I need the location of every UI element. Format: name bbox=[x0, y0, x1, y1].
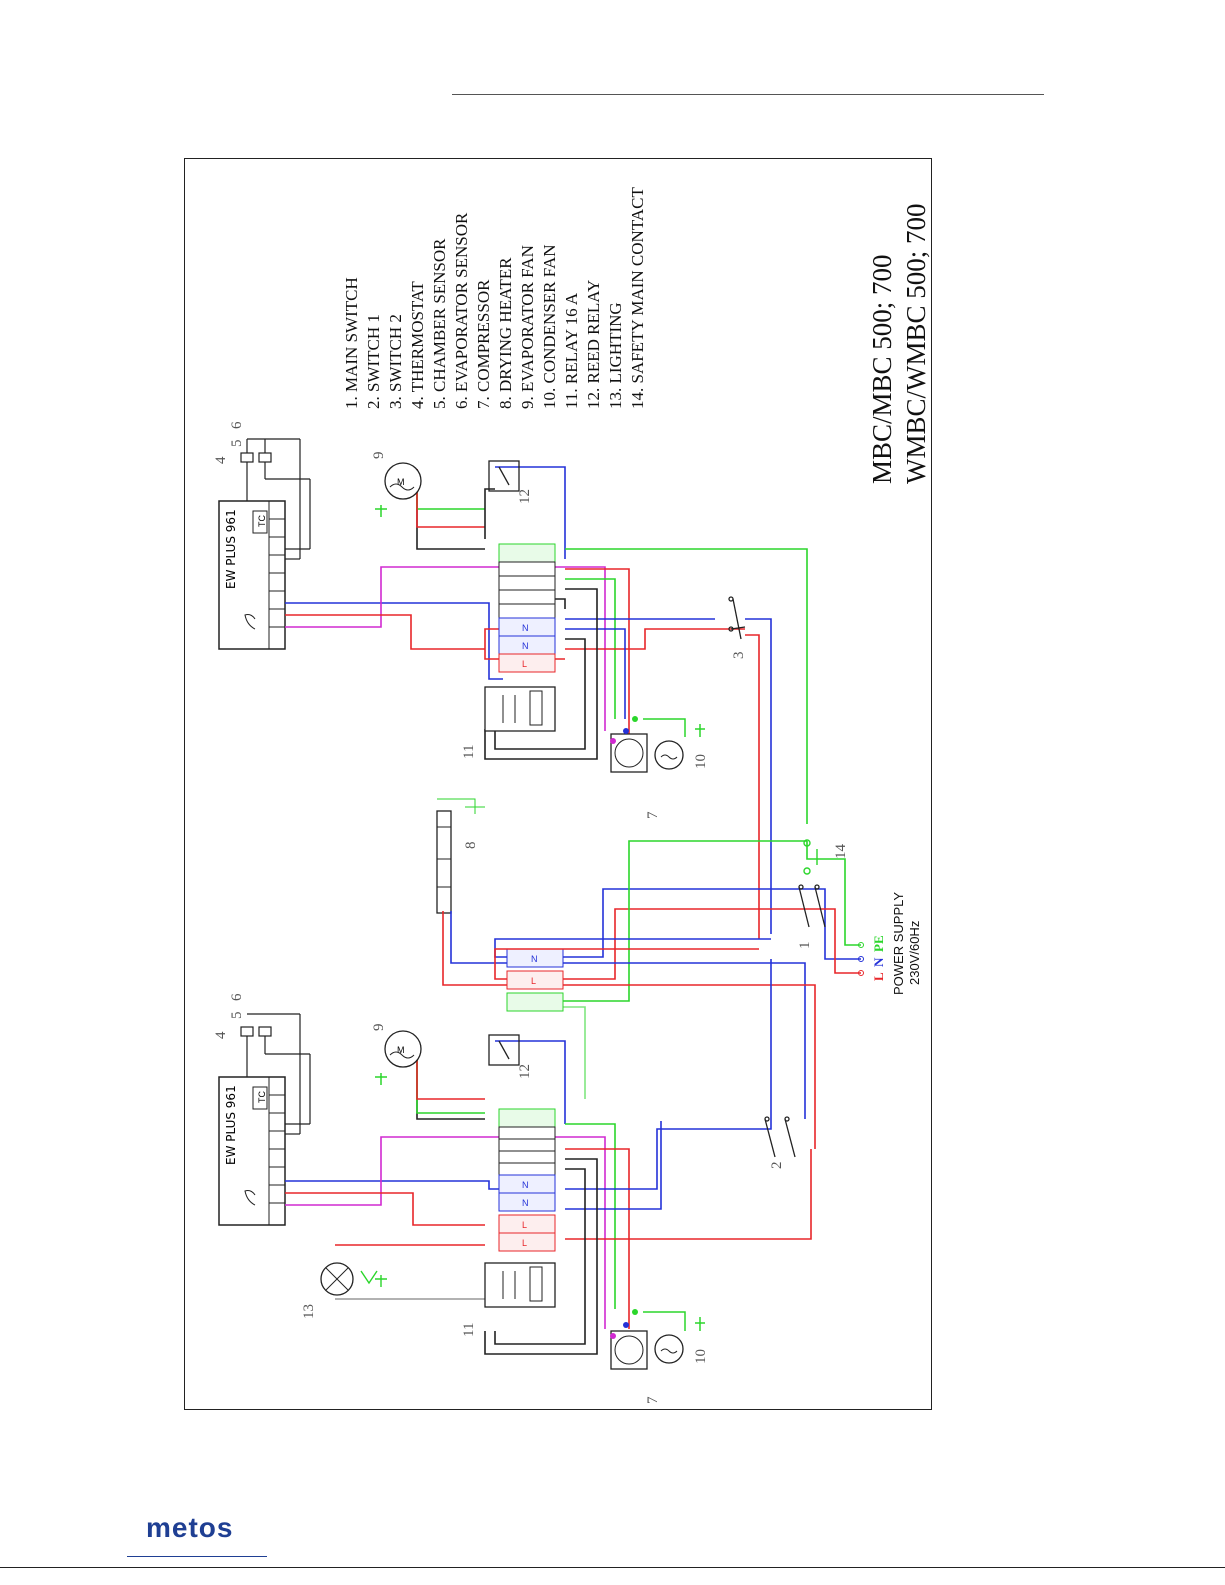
lower-condenser-fan bbox=[643, 1311, 705, 1364]
lower-controller-label: EW PLUS 961 bbox=[224, 1085, 238, 1165]
metos-logo: metos bbox=[146, 1512, 234, 1543]
model-title: MBC/MBC 500; 700 WMBC/WMBC 500; 700 bbox=[867, 203, 931, 484]
drying-heater bbox=[436, 798, 485, 914]
legend-item-7: 7. COMPRESSOR bbox=[474, 279, 493, 409]
lower-terminal-l1: L bbox=[522, 1220, 527, 1230]
legend-item-2: 2. SWITCH 1 bbox=[364, 314, 383, 409]
main-switch bbox=[798, 884, 826, 928]
header-rule bbox=[452, 94, 1044, 95]
lower-num-7: 7 bbox=[645, 1396, 661, 1404]
legend-item-13: 13. LIGHTING bbox=[606, 302, 625, 409]
legend-item-11: 11. RELAY 16 A bbox=[562, 292, 581, 409]
legend-item-14: 14. SAFETY MAIN CONTACT bbox=[628, 187, 647, 409]
main-wiring bbox=[442, 840, 861, 1149]
upper-num-8: 8 bbox=[463, 842, 479, 850]
lower-num-2: 2 bbox=[769, 1162, 785, 1170]
svg-text:M: M bbox=[397, 1045, 405, 1055]
upper-switch bbox=[728, 596, 746, 640]
lower-terminal-l2: L bbox=[522, 1238, 527, 1248]
upper-num-3: 3 bbox=[731, 652, 747, 660]
lower-terminal-strip: N N L L bbox=[498, 1108, 556, 1252]
main-terminal-n: N bbox=[531, 954, 538, 964]
lower-controller-tc: TC bbox=[257, 1091, 267, 1103]
upper-num-12: 12 bbox=[517, 489, 533, 504]
lower-lighting bbox=[320, 1262, 387, 1296]
upper-num-10: 10 bbox=[693, 754, 709, 769]
svg-text:M: M bbox=[397, 477, 405, 487]
upper-num-4: 4 bbox=[213, 456, 229, 464]
power-supply-title: POWER SUPPLY bbox=[891, 892, 906, 995]
upper-controller-label: EW PLUS 961 bbox=[224, 509, 238, 589]
power-pe-label: PE bbox=[871, 935, 886, 952]
wiring-diagram-frame: 1. MAIN SWITCH 2. SWITCH 1 3. SWITCH 2 4… bbox=[184, 158, 932, 1410]
main-num-1: 1 bbox=[797, 942, 813, 950]
upper-num-11: 11 bbox=[461, 745, 477, 759]
legend-item-1: 1. MAIN SWITCH bbox=[342, 277, 361, 409]
lower-compressor bbox=[610, 1309, 648, 1370]
upper-sensors bbox=[240, 438, 311, 560]
legend-item-4: 4. THERMOSTAT bbox=[408, 281, 427, 409]
lower-num-5: 5 bbox=[229, 1012, 245, 1020]
upper-evaporator-fan: M bbox=[375, 462, 422, 517]
component-legend: 1. MAIN SWITCH 2. SWITCH 1 3. SWITCH 2 4… bbox=[342, 187, 647, 409]
model-title-line1: MBC/MBC 500; 700 bbox=[867, 254, 897, 484]
upper-terminal-n1: N bbox=[522, 623, 529, 633]
main-terminal-l: L bbox=[531, 976, 536, 986]
legend-item-3: 3. SWITCH 2 bbox=[386, 314, 405, 409]
lower-terminal-n1: N bbox=[522, 1180, 529, 1190]
wiring-schematic: 1. MAIN SWITCH 2. SWITCH 1 3. SWITCH 2 4… bbox=[213, 187, 931, 1404]
lower-num-6: 6 bbox=[229, 993, 245, 1001]
upper-relay bbox=[484, 686, 556, 732]
legend-item-5: 5. CHAMBER SENSOR bbox=[430, 238, 449, 409]
upper-terminal-n2: N bbox=[522, 641, 529, 651]
model-title-line2: WMBC/WMBC 500; 700 bbox=[901, 203, 931, 484]
lower-sensors bbox=[240, 1013, 311, 1135]
lower-num-9: 9 bbox=[371, 1024, 387, 1032]
upper-num-5: 5 bbox=[229, 440, 245, 448]
page-bottom-rule bbox=[0, 1567, 1225, 1568]
upper-num-7: 7 bbox=[645, 811, 661, 819]
main-terminal-strip: N L bbox=[506, 948, 564, 1012]
legend-item-6: 6. EVAPORATOR SENSOR bbox=[452, 212, 471, 409]
legend-item-8: 8. DRYING HEATER bbox=[496, 257, 515, 409]
upper-controller-tc: TC bbox=[257, 515, 267, 527]
power-supply: PE N L POWER SUPPLY 230V/60Hz bbox=[858, 892, 922, 995]
lower-num-4: 4 bbox=[213, 1031, 229, 1039]
upper-terminal-l: L bbox=[522, 659, 527, 669]
component-numbers: 4 5 6 9 12 3 11 7 10 8 4 5 6 9 12 2 13 1… bbox=[213, 421, 849, 1404]
legend-item-9: 9. EVAPORATOR FAN bbox=[518, 245, 537, 409]
safety-main-contact bbox=[803, 839, 818, 875]
power-l-label: L bbox=[871, 972, 886, 981]
lower-evaporator-fan: M bbox=[375, 1030, 422, 1085]
upper-num-9: 9 bbox=[371, 452, 387, 460]
lower-num-13: 13 bbox=[301, 1304, 317, 1319]
upper-compressor bbox=[610, 716, 648, 773]
upper-num-6: 6 bbox=[229, 421, 245, 429]
upper-reed-relay bbox=[488, 460, 520, 492]
upper-controller: TC EW PLUS 961 bbox=[218, 500, 286, 650]
lower-num-10: 10 bbox=[693, 1349, 709, 1364]
power-n-label: N bbox=[871, 957, 886, 967]
lower-num-11: 11 bbox=[461, 1323, 477, 1337]
upper-condenser-fan bbox=[643, 718, 705, 770]
lower-reed-relay bbox=[488, 1034, 520, 1066]
power-supply-voltage: 230V/60Hz bbox=[907, 921, 922, 985]
lower-num-12: 12 bbox=[517, 1064, 533, 1079]
lower-relay bbox=[484, 1262, 556, 1308]
lower-terminal-n2: N bbox=[522, 1198, 529, 1208]
legend-item-12: 12. REED RELAY bbox=[584, 280, 603, 409]
main-num-14: 14 bbox=[833, 844, 849, 860]
lower-wiring bbox=[285, 959, 812, 1355]
footer-rule bbox=[127, 1556, 267, 1557]
lower-switch bbox=[764, 1116, 796, 1158]
upper-terminal-strip: N N L bbox=[498, 543, 556, 673]
legend-item-10: 10. CONDENSER FAN bbox=[540, 244, 559, 409]
lower-controller: TC EW PLUS 961 bbox=[218, 1076, 286, 1226]
